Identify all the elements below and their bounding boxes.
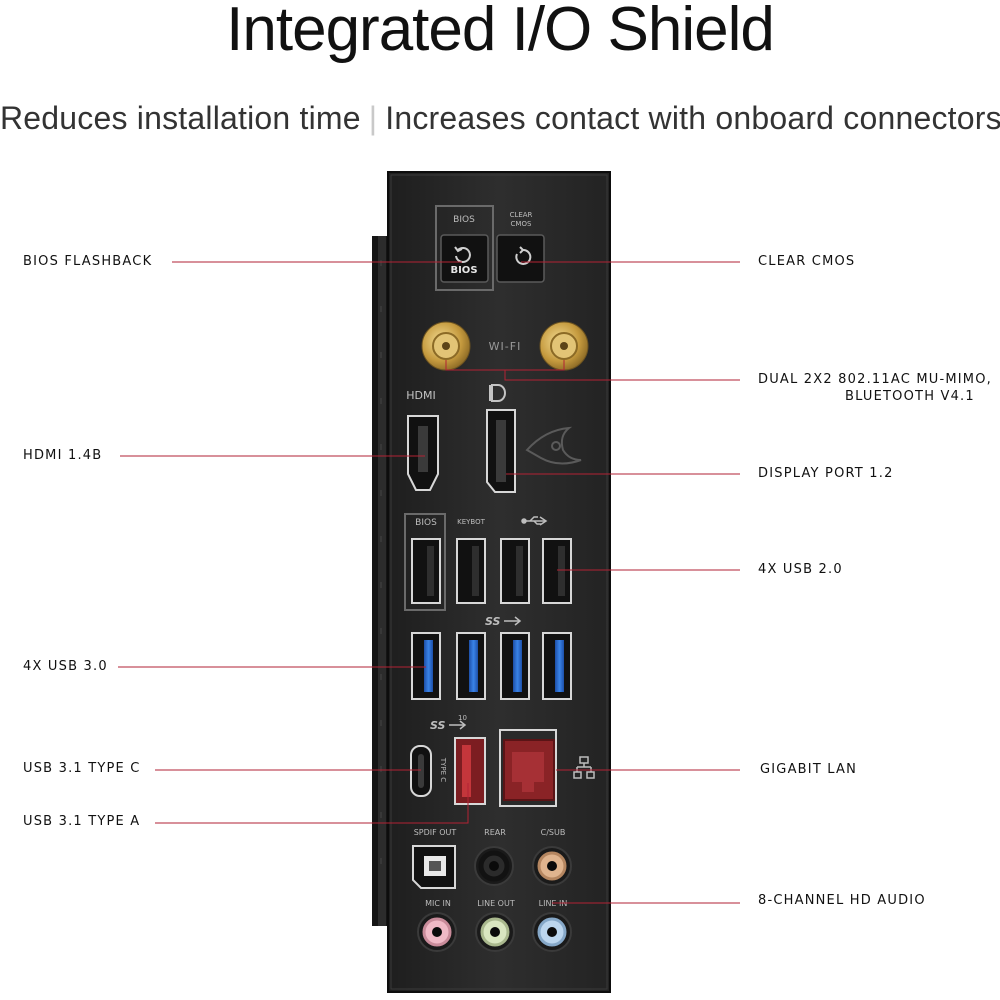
callout-usb31a: USB 3.1 TYPE A [23,814,141,829]
wifi-antenna-connectors: WI-FI [421,321,589,371]
callout-lan: GIGABIT LAN [760,762,858,777]
subtitle: Reduces installation time|Increases cont… [0,100,1000,137]
usb31-section: SS 10 TYPE C [410,714,486,805]
callout-wifi-line2: BLUETOOTH V4.1 [845,389,975,404]
bios-flashback-button[interactable] [440,234,489,283]
callout-usb20: 4X USB 2.0 [758,562,843,577]
callout-hdmi: HDMI 1.4B [23,448,103,463]
callout-usb30: 4X USB 3.0 [23,659,108,674]
mic-in-label: MIC IN [425,899,451,908]
mic-in-jack[interactable] [417,912,457,952]
line-out-jack[interactable] [475,912,515,952]
bios-button-label: BIOS [450,265,477,276]
callout-audio: 8-CHANNEL HD AUDIO [758,893,926,908]
gbps-10-label: 10 [458,714,467,722]
callout-wifi-line1: DUAL 2X2 802.11AC MU-MIMO, [758,372,992,387]
usb20-section: BIOS KEYBOT [404,513,572,611]
refresh-icon [454,246,471,263]
audio-section: SPDIF OUT REAR C/SUB MIC IN LINE OUT LIN… [412,828,572,952]
bios-flashback-button-group: BIOS BIOS [435,205,494,291]
callout-usb31c: USB 3.1 TYPE C [23,761,141,776]
spdif-out-port[interactable] [412,845,456,889]
usb20-port-3[interactable] [500,538,530,604]
lan-port-group [499,729,595,807]
hdmi-label: HDMI [406,389,435,402]
leader-usb31a [155,783,469,824]
usb-icon [504,616,522,626]
keybot-label: KEYBOT [457,518,485,526]
displayport-group [486,384,516,493]
line-in-jack[interactable] [532,912,572,952]
subtitle-right: Increases contact with onboard connector… [385,100,1000,136]
csub-label: C/SUB [541,828,566,837]
usb-bios-label: BIOS [415,518,437,528]
hdmi-port-group: HDMI [406,389,439,491]
type-c-label: TYPE C [439,757,447,782]
leader-wifi [445,360,740,381]
usb-icon [521,516,548,526]
superspeed10-label: SS [430,719,446,732]
usb20-port-1[interactable] [411,538,441,604]
callout-displayport: DISPLAY PORT 1.2 [758,466,894,481]
clear-cmos-button-group: CLEAR CMOS [496,211,545,283]
page-title: Integrated I/O Shield [226,0,775,64]
csub-jack[interactable] [532,846,572,886]
subtitle-left: Reduces installation time [0,100,361,136]
superspeed-label: SS [485,615,501,628]
displayport-icon [489,384,506,402]
callout-clear-cmos: CLEAR CMOS [758,254,856,269]
leader-lines [118,261,740,904]
usb-icon [449,720,467,730]
callout-bios-flashback: BIOS FLASHBACK [23,254,153,269]
usb20-port-2[interactable] [456,538,486,604]
clear-cmos-label-line1: CLEAR [510,211,533,219]
refresh-icon [515,246,532,265]
spdif-label: SPDIF OUT [414,828,457,837]
bios-box-label: BIOS [453,215,475,225]
usb20-port-4[interactable] [542,538,572,604]
clear-cmos-label-line2: CMOS [511,220,532,228]
line-out-label: LINE OUT [477,899,515,908]
rear-label: REAR [484,828,506,837]
subtitle-separator: | [368,100,378,136]
rog-logo [525,426,582,465]
network-icon [573,756,595,779]
usb30-section: SS [411,615,572,700]
clear-cmos-button[interactable] [496,234,545,283]
wifi-label: WI-FI [489,340,522,353]
rear-speaker-jack[interactable] [474,846,514,886]
